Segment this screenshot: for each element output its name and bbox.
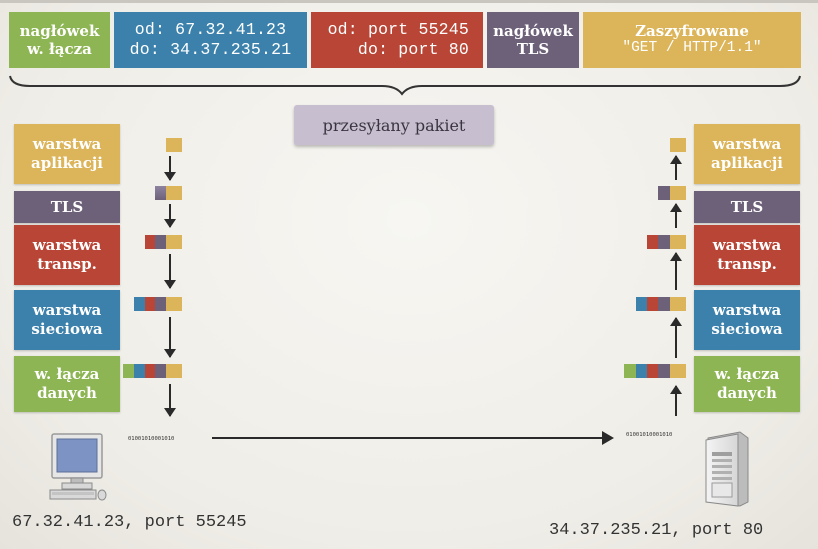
left-link-packet-transport (145, 364, 155, 378)
server-tower-icon (705, 431, 749, 507)
payload-line-1: Zaszyfrowane (635, 22, 749, 41)
left-bitstream: 01001010001010 (128, 436, 175, 442)
top-divider (0, 0, 818, 3)
left-arrow-4 (164, 317, 176, 358)
right-arrow-2 (670, 203, 682, 228)
left-app-packet-app (166, 138, 182, 152)
left-link-packet-app (166, 364, 182, 378)
right-transport-packet-tls (658, 235, 670, 249)
left-network-packet-transport (145, 297, 155, 311)
left-link-packet-tls (155, 364, 166, 378)
ip-header-box: od: 67.32.41.23 do: 34.37.235.21 (114, 12, 307, 68)
left-network-packet-tls (155, 297, 166, 311)
left-link-layer: w. łącza danych (14, 356, 120, 412)
left-transport-packet-transport (145, 235, 155, 249)
left-arrow-3 (164, 254, 176, 289)
right-transport-packet-transport (647, 235, 658, 249)
link-header-line-1: nagłówek (19, 22, 100, 40)
right-application-layer: warstwa aplikacji (694, 124, 800, 184)
packet-brace (9, 75, 801, 96)
tls-header-line-1: nagłówek (493, 22, 573, 40)
right-tls-layer: TLS (694, 191, 800, 223)
left-application-layer: warstwa aplikacji (14, 124, 120, 184)
right-app-packet-app (670, 138, 686, 152)
link-header-line-2: w. łącza (27, 40, 92, 58)
right-arrow-3 (670, 252, 682, 290)
left-tls-packet-tls (155, 186, 166, 200)
right-network-packet-tls (658, 297, 670, 311)
right-arrow-4 (670, 317, 682, 358)
port-header-line-2: do: port 80 (357, 40, 469, 59)
right-link-packet-transport (647, 364, 658, 378)
left-transport-packet-app (166, 235, 182, 249)
right-link-layer: w. łącza danych (694, 356, 800, 412)
left-arrow-2 (164, 204, 176, 228)
right-network-packet-transport (647, 297, 658, 311)
transmitted-packet-label: przesyłany pakiet (294, 105, 494, 145)
left-tls-packet-app (166, 186, 182, 200)
server-address-label: 34.37.235.21, port 80 (549, 521, 764, 540)
right-link-packet-link (624, 364, 636, 378)
left-arrow-5 (164, 384, 176, 417)
right-network-packet-network (636, 297, 647, 311)
right-transport-packet-app (670, 235, 686, 249)
desktop-computer-icon (49, 433, 107, 501)
left-link-packet-network (134, 364, 145, 378)
client-address-label: 67.32.41.23, port 55245 (12, 513, 247, 532)
payload-box: Zaszyfrowane "GET / HTTP/1.1" (583, 12, 801, 68)
left-tls-layer: TLS (14, 191, 120, 223)
ip-header-line-1: od: 67.32.41.23 (134, 20, 287, 40)
right-arrow-5 (670, 385, 682, 416)
left-network-packet-network (134, 297, 145, 311)
right-link-packet-tls (658, 364, 670, 378)
right-transport-layer: warstwa transp. (694, 225, 800, 285)
right-tls-packet-app (670, 186, 686, 200)
left-link-packet-link (123, 364, 134, 378)
tls-header-line-2: TLS (516, 40, 550, 58)
left-arrow-1 (164, 156, 176, 181)
port-header-box: od: port 55245 do: port 80 (311, 12, 483, 68)
right-bitstream: 01001010001010 (626, 432, 673, 438)
right-network-layer: warstwa sieciowa (694, 290, 800, 350)
left-network-layer: warstwa sieciowa (14, 290, 120, 350)
right-link-packet-network (636, 364, 647, 378)
ip-header-line-2: do: 34.37.235.21 (129, 40, 292, 59)
left-network-packet-app (166, 297, 182, 311)
right-arrow-1 (670, 155, 682, 180)
right-link-packet-app (670, 364, 686, 378)
left-transport-packet-tls (155, 235, 166, 249)
right-network-packet-app (670, 297, 686, 311)
tls-header-box: nagłówek TLS (487, 12, 579, 68)
right-tls-packet-tls (658, 186, 670, 200)
left-transport-layer: warstwa transp. (14, 225, 120, 285)
payload-line-2: "GET / HTTP/1.1" (622, 40, 762, 57)
transmission-arrow (212, 431, 614, 445)
link-header-box: nagłówek w. łącza (9, 12, 110, 68)
port-header-line-1: od: port 55245 (327, 20, 469, 40)
